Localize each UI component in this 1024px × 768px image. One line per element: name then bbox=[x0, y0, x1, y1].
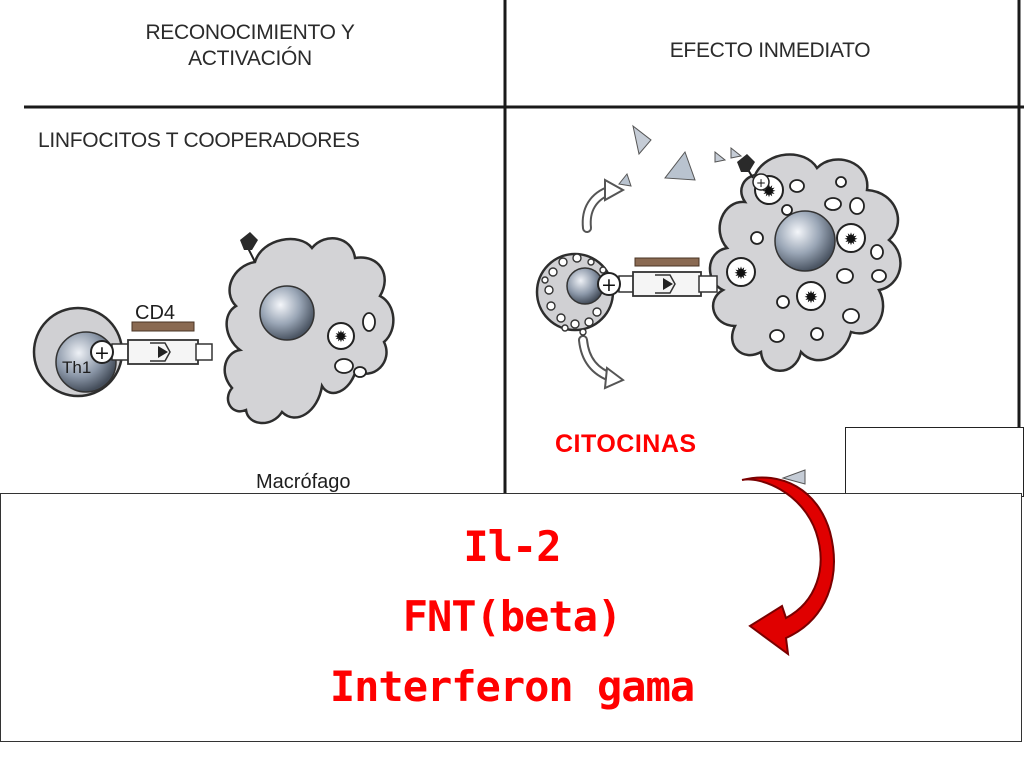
arrow-head-icon bbox=[603, 366, 625, 390]
macrophage-label: Macrófago bbox=[256, 471, 351, 493]
cd4-molecule bbox=[131, 321, 195, 332]
granule-gear bbox=[327, 322, 355, 350]
column-header-immediate-effect: EFECTO INMEDIATO bbox=[669, 39, 871, 62]
cd4-molecule bbox=[634, 257, 700, 267]
cytokine-triangle bbox=[730, 146, 743, 159]
cytokine-triangle bbox=[632, 124, 652, 156]
white-panel bbox=[845, 427, 1024, 497]
cytokine-item: Il-2 bbox=[463, 522, 561, 571]
gear-icon: ✹ bbox=[334, 327, 347, 346]
antigen-icon bbox=[158, 346, 168, 358]
macrophage-nucleus bbox=[259, 285, 315, 341]
cytokines-label: CITOCINAS bbox=[555, 430, 697, 458]
column-header-recognition: RECONOCIMIENTO Y ACTIVACIÓN bbox=[145, 21, 355, 70]
plus-sign: + bbox=[94, 342, 110, 364]
vacuole bbox=[353, 366, 367, 378]
receptor-stalk bbox=[247, 247, 256, 263]
plus-circle bbox=[597, 272, 621, 296]
effect-diagram: ✹ ✹ ✹ ✹ bbox=[535, 124, 902, 485]
granule-gear: ✹ bbox=[836, 223, 866, 253]
cytokine-triangle bbox=[714, 150, 727, 163]
cytokine-triangle bbox=[618, 172, 632, 187]
gear-icon: ✹ bbox=[844, 230, 858, 250]
mhc-connector bbox=[195, 343, 213, 361]
macrophage-cell bbox=[223, 237, 395, 425]
row-label-helper-t: LINFOCITOS T COOPERADORES bbox=[38, 129, 360, 152]
cytokine-item: FNT(beta) bbox=[402, 592, 623, 641]
receptor-icon bbox=[737, 154, 755, 172]
gear-icon: ✹ bbox=[734, 264, 748, 284]
cytokine-list-box: Il-2 FNT(beta) Interferon gama bbox=[0, 493, 1022, 742]
antigen-icon bbox=[663, 278, 673, 290]
antigen-peptide bbox=[655, 274, 676, 294]
mhc-connector bbox=[698, 275, 718, 293]
vacuoles bbox=[750, 176, 887, 343]
cell-granules bbox=[541, 253, 607, 336]
cytokine-triangle bbox=[664, 150, 696, 181]
cd4-label: CD4 bbox=[135, 302, 175, 324]
plus-circle bbox=[752, 173, 770, 191]
plus-sign: + bbox=[601, 274, 617, 296]
cytokine-triangle bbox=[781, 469, 806, 485]
granule-gear: ✹ bbox=[796, 281, 826, 311]
red-arrow bbox=[741, 476, 835, 657]
vacuole bbox=[334, 358, 354, 374]
recognition-diagram: ✹ + CD4 Th1 Macrófago bbox=[32, 232, 395, 493]
plus-sign: + bbox=[756, 176, 766, 190]
gear-icon: ✹ bbox=[804, 288, 818, 308]
curved-arrow-icon bbox=[741, 476, 835, 657]
macrophage-nucleus bbox=[774, 210, 836, 272]
th1-label: Th1 bbox=[62, 358, 91, 377]
arrow-head-icon bbox=[604, 178, 626, 202]
receptor-icon bbox=[240, 232, 258, 250]
cytokine-item: Interferon gama bbox=[329, 662, 695, 711]
vacuole bbox=[362, 312, 376, 332]
plus-circle bbox=[90, 340, 114, 364]
granule-gear: ✹ bbox=[726, 257, 756, 287]
antigen-peptide bbox=[150, 342, 171, 362]
